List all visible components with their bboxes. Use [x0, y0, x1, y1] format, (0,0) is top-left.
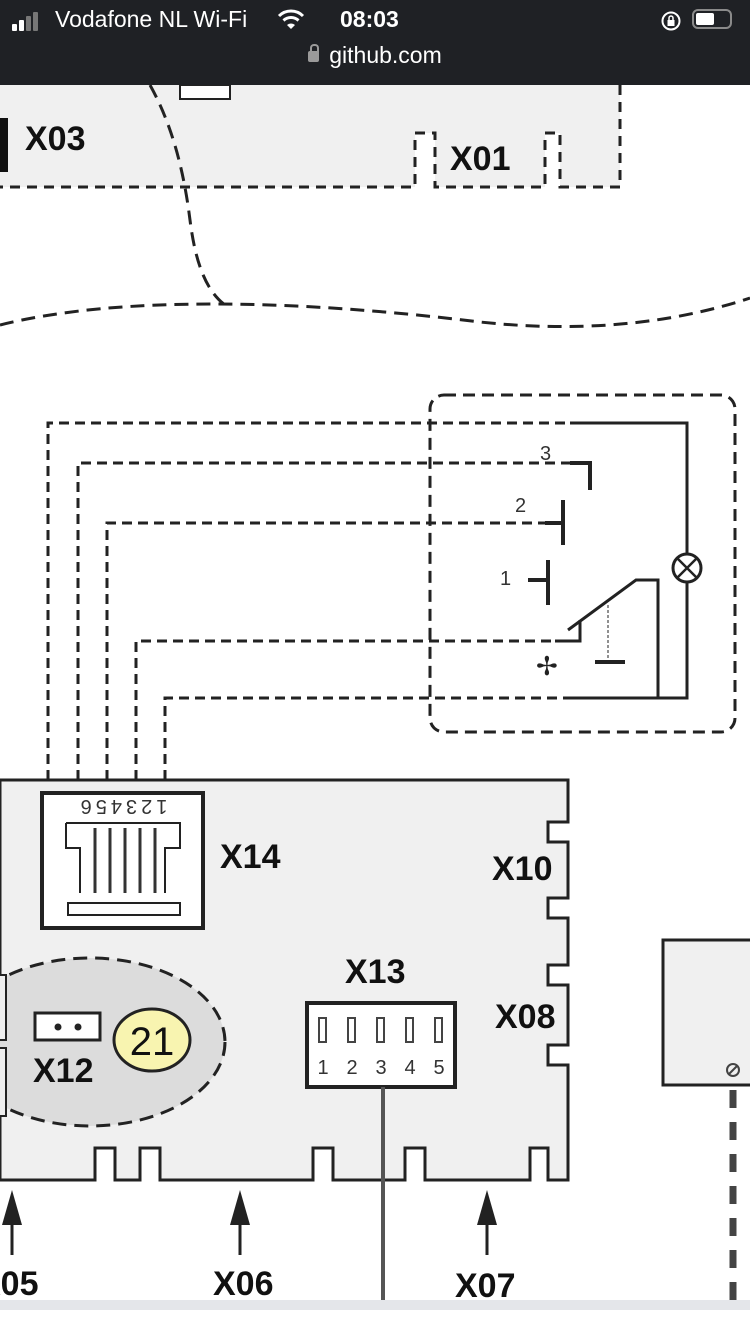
x13-pin: 2 [346, 1057, 357, 1079]
label-x14: X14 [220, 838, 281, 876]
status-bar: Vodafone NL Wi-Fi 08:03 github.com [0, 0, 750, 85]
label-x05: X05 [0, 1265, 39, 1300]
wifi-icon [277, 9, 305, 29]
url-text: github.com [329, 42, 442, 68]
horizontal-scrollbar[interactable] [0, 1300, 750, 1310]
wiring-diagram: ✢ 3 2 1 123456 X03 X01 X14 X10 X08 X12 2… [0, 85, 750, 1300]
ground-symbol-icon [726, 1063, 740, 1077]
switch-position-3: 3 [540, 443, 551, 465]
badge-21 [112, 1007, 192, 1073]
x13-connector: 1 2 3 4 5 [305, 1001, 457, 1089]
badge-21-text: 21 [130, 1020, 175, 1064]
switch-position-2: 2 [515, 495, 526, 517]
x14-connector: 123456 [40, 791, 205, 930]
x13-pin: 1 [317, 1057, 328, 1079]
fan-icon: ✢ [536, 651, 558, 681]
label-x08: X08 [495, 998, 556, 1036]
label-x07: X07 [455, 1267, 516, 1300]
address-bar[interactable]: github.com [0, 42, 750, 69]
label-x12: X12 [33, 1052, 94, 1090]
x12-jumper [33, 1011, 102, 1042]
cellular-signal-icon [12, 12, 40, 31]
lamp-icon [671, 552, 703, 584]
x14-pin-numbers: 123456 [77, 795, 168, 817]
label-x06: X06 [213, 1265, 274, 1300]
lock-icon [308, 44, 320, 62]
x13-pin: 5 [433, 1057, 444, 1079]
label-x10: X10 [492, 850, 553, 888]
switch-position-1: 1 [500, 568, 511, 590]
x13-pin: 4 [404, 1057, 415, 1079]
carrier-name: Vodafone NL Wi-Fi [55, 6, 248, 32]
label-x13: X13 [345, 953, 406, 991]
battery-icon [692, 9, 732, 29]
clock: 08:03 [340, 6, 399, 32]
label-x01: X01 [450, 140, 511, 178]
label-x03: X03 [25, 120, 86, 158]
x13-pin: 3 [375, 1057, 386, 1079]
rotation-lock-icon [661, 11, 681, 31]
